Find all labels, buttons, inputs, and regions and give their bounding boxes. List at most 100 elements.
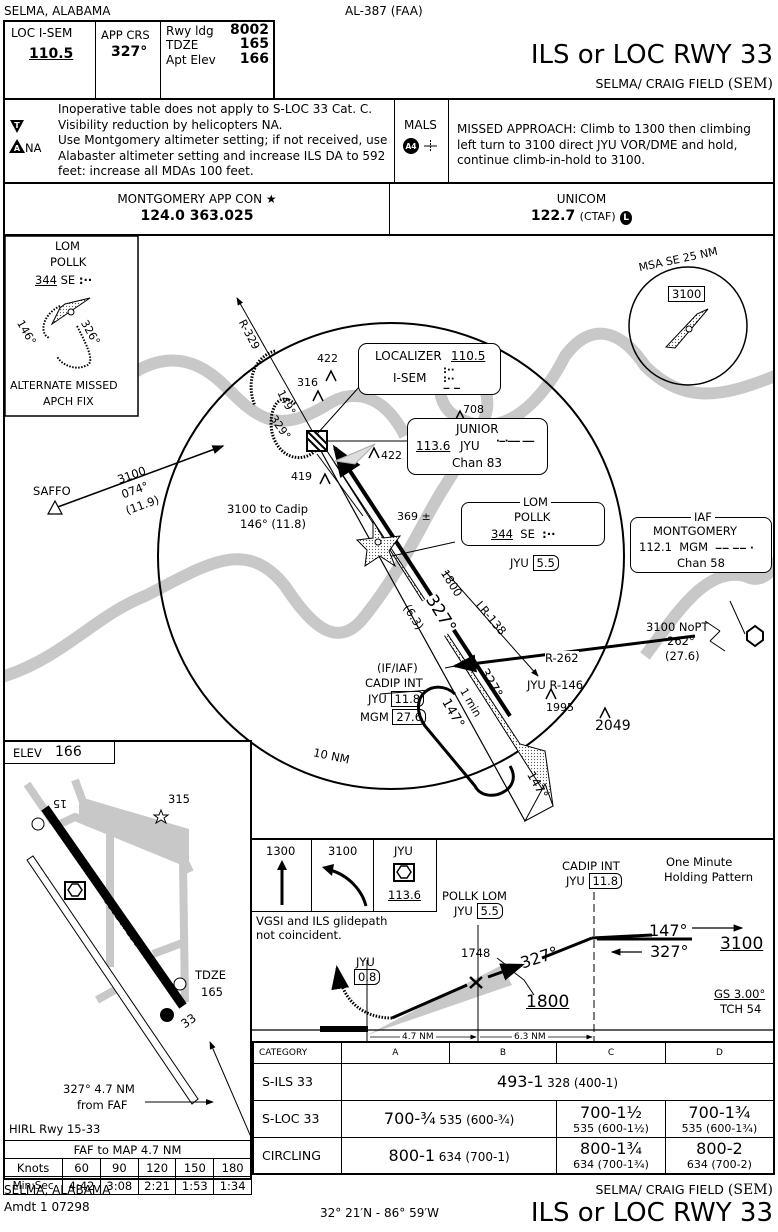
minimums-header: CATEGORY bbox=[252, 1041, 342, 1064]
profile-graphics bbox=[252, 892, 775, 1043]
minimums-mda: 700-1¾ bbox=[688, 1102, 751, 1122]
plan-view: LOM POLLK 344 SE :·· 146° 326° ALTERNATE… bbox=[3, 236, 775, 840]
svg-text:A: A bbox=[14, 144, 21, 153]
localizer-back-course bbox=[333, 443, 376, 465]
timing-title: FAF to MAP 4.7 NM bbox=[3, 1140, 252, 1159]
cadip-dme-line: JYU 11.8 bbox=[566, 873, 623, 889]
minimums-value: 800-1¾ 634 (700-1¾) bbox=[556, 1136, 666, 1175]
vgsi-icon bbox=[31, 817, 45, 831]
cadip-jyu-prefix: JYU bbox=[368, 692, 387, 706]
footer-airport-id: (SEM) bbox=[727, 1182, 773, 1198]
missed-line: continue climb-in-hold to 3100. bbox=[457, 153, 646, 167]
missed-line: left turn to 3100 direct JYU VOR/DME and… bbox=[457, 137, 738, 152]
glidepath-line bbox=[391, 983, 468, 1020]
alt-missed-label1: ALTERNATE MISSED bbox=[10, 379, 118, 392]
junior-channel: Chan 83 bbox=[452, 456, 503, 470]
left-turn-arrow-icon bbox=[322, 864, 368, 907]
approach-lighting-icon: A4 bbox=[403, 138, 437, 154]
minimums-hat: 535 (600-¾) bbox=[439, 1113, 515, 1127]
cadip-int-label: CADIP INT bbox=[562, 859, 620, 873]
cadip-name: CADIP INT bbox=[365, 676, 423, 690]
elev-label: ELEV bbox=[13, 746, 42, 760]
airport-identifier: (SEM) bbox=[727, 76, 773, 92]
montgomery-vor-symbol bbox=[746, 624, 764, 648]
pollk-dme-prefix: JYU bbox=[454, 904, 473, 918]
rwy-ldg-value: 8002 bbox=[230, 22, 269, 38]
unicom-frequency: 122.7 bbox=[530, 208, 576, 224]
loc-label: LOC I-SEM bbox=[11, 26, 73, 40]
comms-band: MONTGOMERY APP CON ★ 124.0 363.025 UNICO… bbox=[3, 184, 775, 236]
pollk-lom-label: POLLK LOM bbox=[442, 889, 507, 903]
minimums-value: 493-1 328 (400-1) bbox=[341, 1062, 775, 1101]
iaf-channel: Chan 58 bbox=[677, 556, 725, 570]
minimums-mda: 800-1 bbox=[388, 1145, 436, 1165]
obstacle-elevation: 422 bbox=[381, 449, 402, 462]
localizer-frequency: 110.5 bbox=[451, 349, 486, 363]
junior-name: JUNIOR bbox=[456, 422, 499, 436]
runway-15-33 bbox=[41, 805, 187, 1009]
river bbox=[640, 556, 773, 660]
minimums-row-name: CIRCLING bbox=[252, 1136, 342, 1175]
minimums-header: C bbox=[556, 1041, 666, 1064]
footer-airport-name: SELMA/ CRAIG FIELD bbox=[595, 1182, 724, 1197]
timing-cell: 3:08 bbox=[99, 1176, 139, 1195]
vgsi-note-1: VGSI and ILS glidepath bbox=[256, 914, 388, 928]
footer-amendment: Amdt 1 07298 bbox=[4, 1200, 90, 1214]
minimums-da: 493-1 bbox=[496, 1072, 544, 1091]
airport-diagram-graphics bbox=[23, 778, 254, 1145]
alt-missed-ident: SE bbox=[60, 273, 76, 287]
cadip-jyu-line: JYU 11.8 bbox=[368, 691, 425, 707]
note-line: Visibility reduction by helicopters NA. bbox=[58, 117, 283, 132]
svg-text:T: T bbox=[14, 121, 20, 130]
app-crs-label: APP CRS bbox=[101, 28, 150, 42]
timing-cell: 1:53 bbox=[175, 1176, 215, 1195]
airport-name: SELMA/ CRAIG FIELD (SEM) bbox=[595, 76, 773, 92]
minimums-row-name: S-LOC 33 bbox=[252, 1099, 342, 1138]
holding-note-1: One Minute bbox=[666, 855, 733, 869]
minimums-value: 700-1½ 535 (600-1½) bbox=[556, 1099, 666, 1138]
runway-data-cell: Rwy ldg 8002 TDZE 165 Apt Elev 166 bbox=[162, 22, 275, 98]
procedure-title: ILS or LOC RWY 33 bbox=[530, 40, 773, 70]
alt-missed-freq: 344 bbox=[35, 273, 57, 287]
timing-cell: 4:42 bbox=[62, 1176, 101, 1195]
footer-coordinates: 32° 21′N - 86° 59′W bbox=[320, 1206, 439, 1220]
apt-elev-label: Apt Elev bbox=[166, 53, 216, 67]
unicom-label: UNICOM bbox=[556, 192, 607, 206]
r262-label: R-262 bbox=[545, 651, 579, 665]
threshold-crossing-height: TCH 54 bbox=[720, 1002, 762, 1016]
junior-frequency: 113.6 bbox=[416, 439, 451, 453]
msa-circle bbox=[628, 266, 748, 386]
pollk-dme-line: JYU 5.5 bbox=[454, 903, 503, 919]
missed-approach-text: MISSED APPROACH: Climb to 1300 then clim… bbox=[457, 122, 751, 169]
minimums-hat: 535 (600-1¾) bbox=[681, 1121, 758, 1135]
tdze-label: TDZE bbox=[166, 38, 199, 52]
obstacle-elevation: 316 bbox=[297, 376, 318, 389]
obstacle-elevation: 1995 bbox=[546, 701, 574, 714]
app-crs-value: 327° bbox=[111, 44, 148, 60]
minimums-value: 800-2 634 (700-2) bbox=[664, 1136, 775, 1175]
lom-freq-line: 344 SE :·· bbox=[491, 527, 556, 541]
minimums-header: B bbox=[448, 1041, 558, 1064]
cadip-mgm-line: MGM 27.6 bbox=[360, 709, 427, 725]
obstacle-elevation: 419 bbox=[291, 470, 312, 483]
junior-vortac-box: JUNIOR 113.6 JYU ·‒·‒‒ ‒‒ Chan 83 bbox=[407, 418, 548, 475]
fix-altitude: 1800 bbox=[526, 992, 570, 1012]
elev-value: 166 bbox=[55, 744, 82, 760]
holding-inbound: 327° bbox=[650, 942, 689, 961]
cadip-mgm-prefix: MGM bbox=[360, 710, 389, 724]
alt-missed-inset bbox=[5, 236, 139, 417]
minimums-row-circling: CIRCLING 800-1 634 (700-1) 800-1¾ 634 (7… bbox=[252, 1136, 775, 1175]
approach-lighting-icon bbox=[160, 1008, 174, 1022]
distance-segment-2: 6.3 NM bbox=[512, 1032, 548, 1042]
localizer-critical-area bbox=[26, 855, 199, 1105]
iaf-frequency: 112.1 bbox=[639, 540, 672, 554]
minimums-hat: 634 (700-1¾) bbox=[573, 1158, 649, 1172]
diagram-obstacle: 315 bbox=[168, 792, 190, 806]
vgsi-icon bbox=[173, 977, 187, 991]
alternate-minimums-icon: A bbox=[9, 139, 25, 153]
obstacle-elevation: 2049 bbox=[595, 718, 631, 734]
loc-cell: LOC I-SEM 110.5 bbox=[5, 22, 96, 98]
timing-cell: 1:34 bbox=[213, 1176, 252, 1195]
obstacle-symbols bbox=[312, 369, 611, 719]
obstacle-elevation: 422 bbox=[317, 352, 338, 365]
